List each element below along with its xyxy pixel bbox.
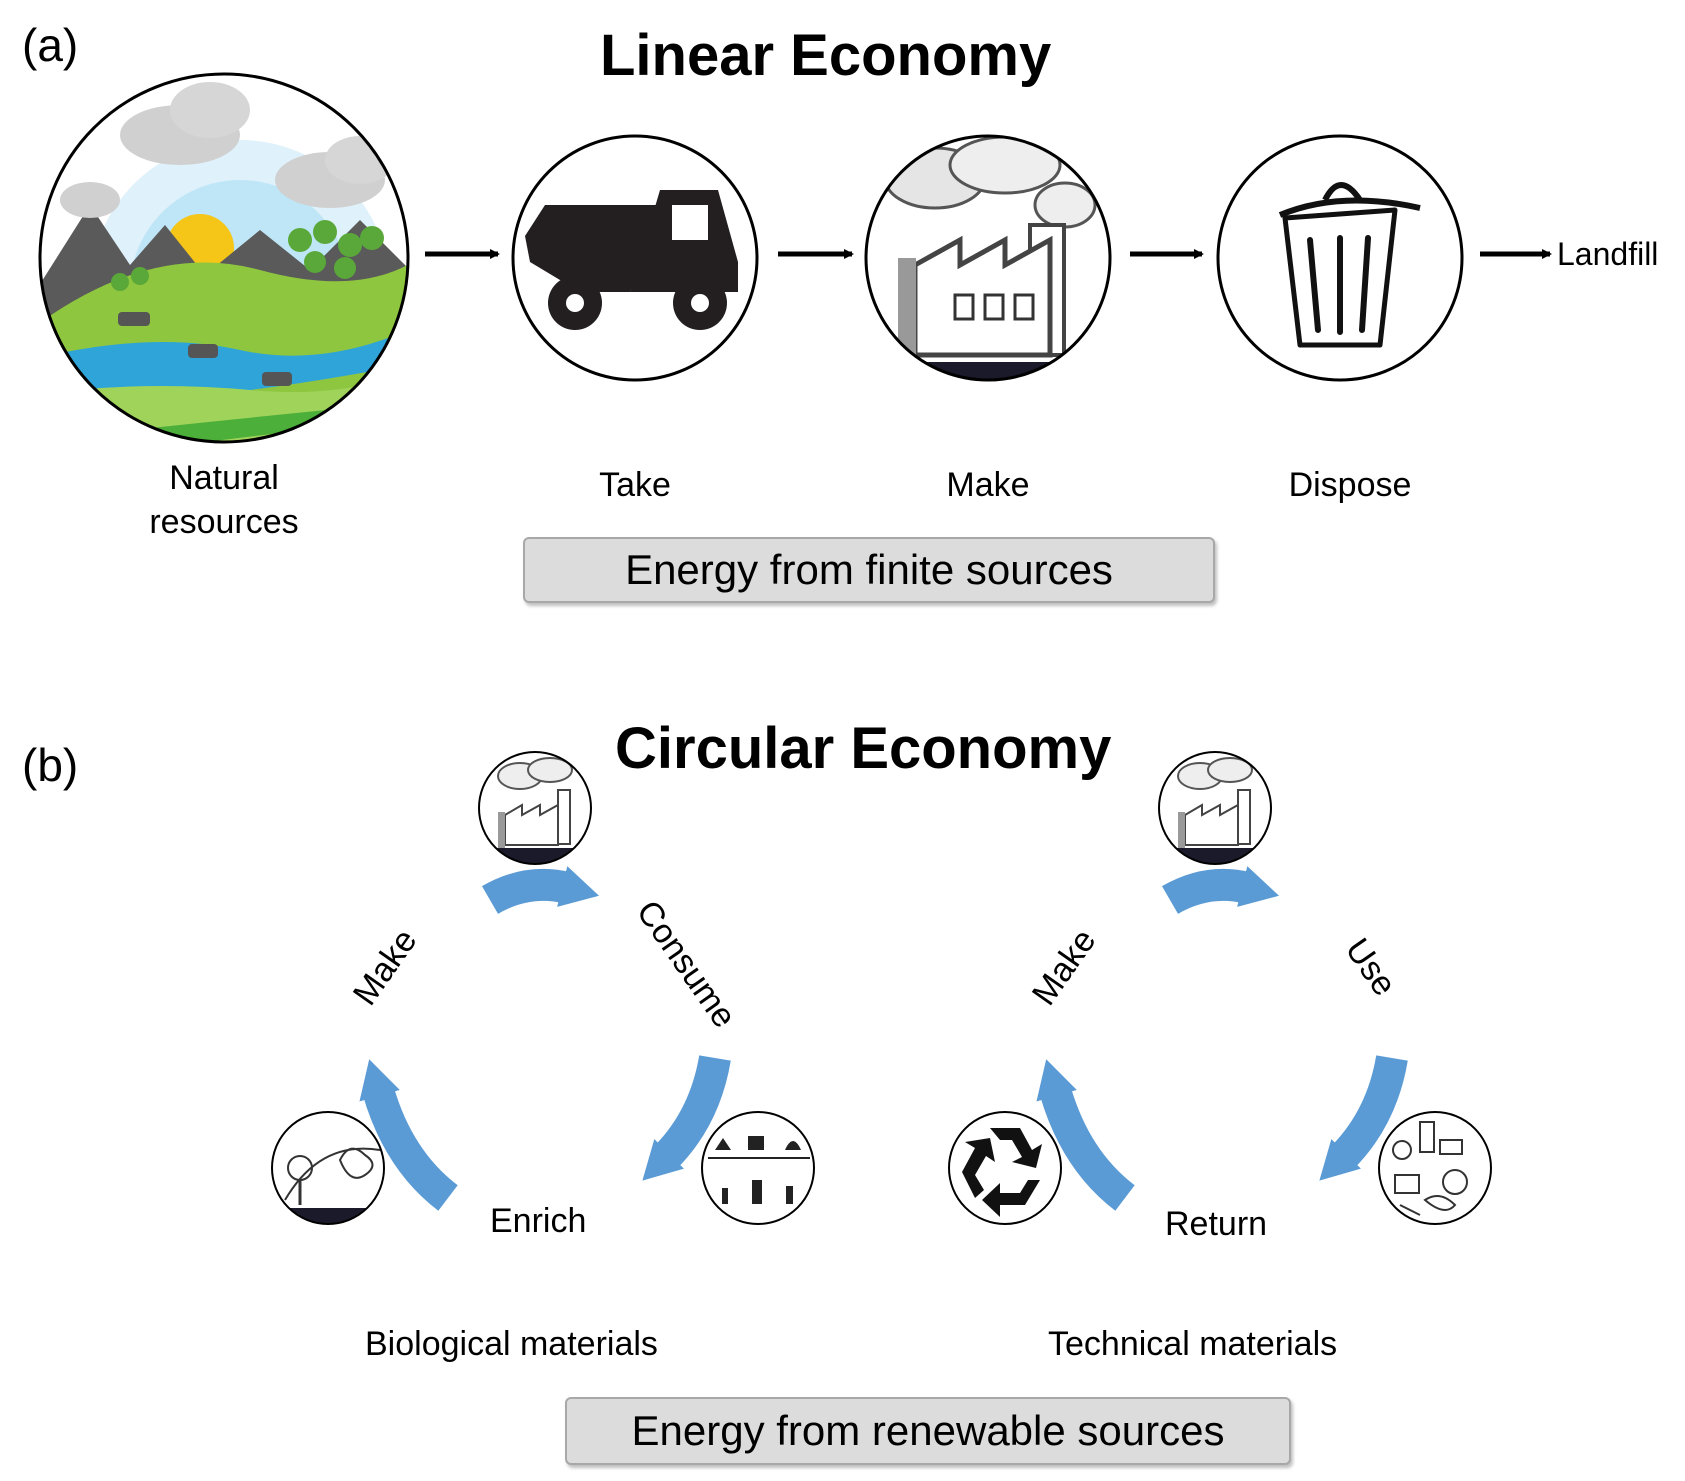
take-label: Take — [599, 466, 671, 504]
energy-finite-box: Energy from finite sources — [523, 537, 1215, 603]
panel-label-a: (a) — [22, 19, 79, 71]
linear-economy-title: Linear Economy — [600, 23, 1052, 88]
landfill-label: Landfill — [1557, 236, 1659, 272]
technical-materials-label: Technical materials — [1048, 1325, 1338, 1363]
dump-truck-icon — [511, 134, 759, 382]
energy-renewable-box: Energy from renewable sources — [565, 1397, 1291, 1465]
technical-cycle-arrows — [1036, 866, 1408, 1211]
factory-icon — [478, 751, 592, 865]
dispose-label: Dispose — [1288, 466, 1412, 504]
circular-economy-title: Circular Economy — [615, 716, 1112, 781]
make-label: Make — [946, 466, 1030, 504]
trash-can-icon — [1216, 134, 1464, 382]
biological-cycle-arrows — [359, 866, 731, 1211]
bio-enrich-label: Enrich — [490, 1202, 587, 1240]
factory-icon — [864, 134, 1112, 382]
panel-label-b: (b) — [22, 739, 79, 791]
technical-products-icon — [1378, 1111, 1492, 1225]
factory-icon — [1158, 751, 1272, 865]
consumer-goods-icon — [701, 1111, 815, 1225]
natural-resources-label: Natural resources — [149, 459, 299, 541]
tech-return-label: Return — [1165, 1205, 1268, 1243]
nature-icon — [271, 1111, 385, 1225]
landscape-icon — [38, 72, 410, 444]
recycle-icon — [948, 1111, 1062, 1225]
biological-materials-label: Biological materials — [365, 1325, 658, 1363]
